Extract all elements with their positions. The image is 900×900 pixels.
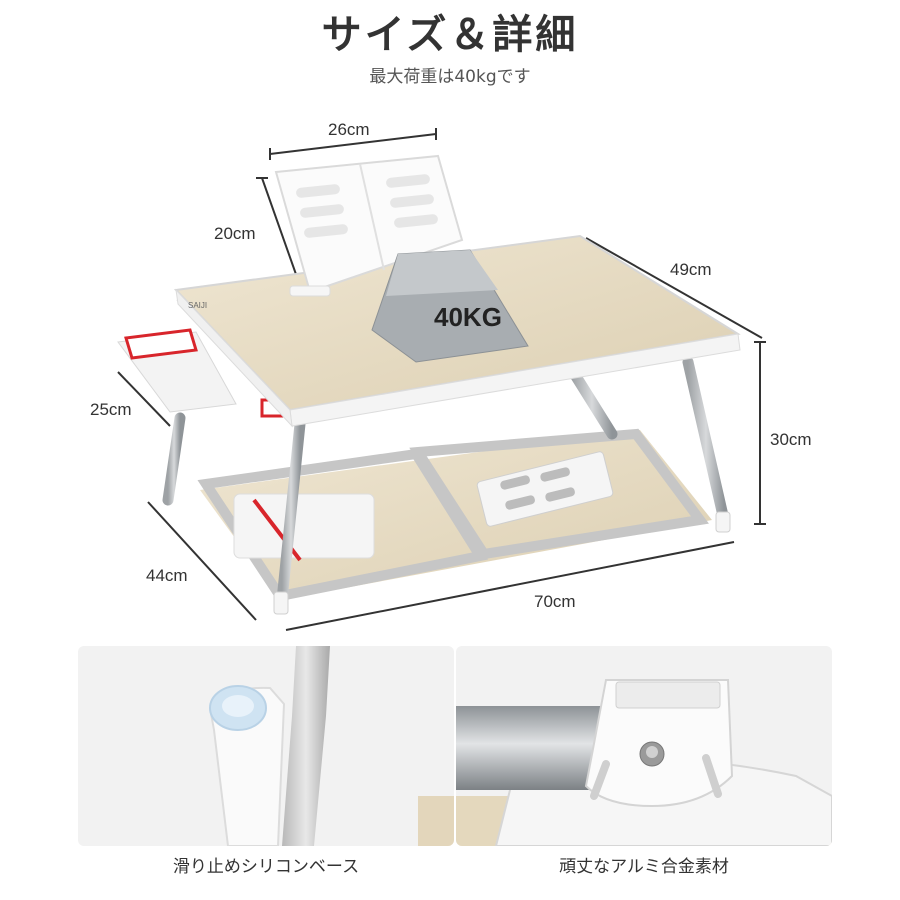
page-subtitle: 最大荷重は40kgです <box>369 67 531 87</box>
dim-table-height: 30cm <box>770 430 812 449</box>
table-legs <box>162 356 730 606</box>
dim-drawer: 25cm <box>90 400 132 419</box>
aluminum-joint-illustration <box>456 679 832 846</box>
dim-table-width: 70cm <box>534 592 576 611</box>
weight-label: 40KG <box>434 302 502 332</box>
book-stand <box>274 154 464 297</box>
caption-aluminum: 頑丈なアルミ合金素材 <box>559 857 729 877</box>
brand-mark: SAIJI <box>188 301 207 310</box>
silicone-base-illustration <box>208 646 454 846</box>
dim-base-depth: 44cm <box>146 566 188 585</box>
dim-table-depth: 49cm <box>670 260 712 279</box>
leg-feet <box>273 511 731 615</box>
dimension-lines <box>117 128 766 631</box>
detail-panel-silicone-base <box>78 646 454 846</box>
caption-silicone-base: 滑り止めシリコンベース <box>172 857 360 877</box>
side-drawer <box>117 328 284 418</box>
folded-lower-tray <box>197 428 712 602</box>
weight-block: 40KG <box>371 249 529 363</box>
detail-panel-aluminum <box>456 646 832 846</box>
dim-stand-height: 20cm <box>214 224 256 243</box>
product-illustration: SAIJI 40KG <box>117 128 766 631</box>
page-title: サイズ＆詳細 <box>321 12 579 58</box>
dim-stand-width: 26cm <box>328 120 370 139</box>
